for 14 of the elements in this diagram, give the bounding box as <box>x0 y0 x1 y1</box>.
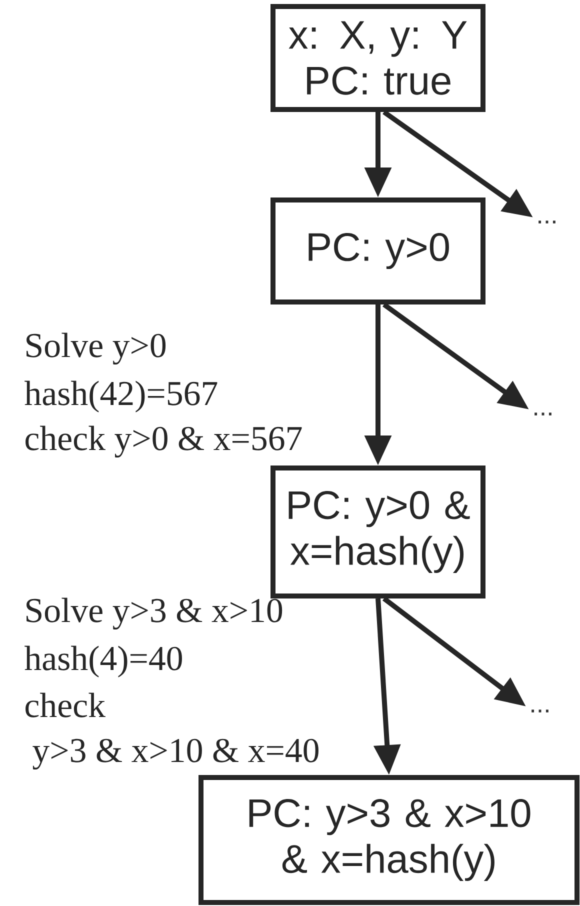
ellipsis-text: ... <box>532 710 548 712</box>
state-box: PC: y>0 & x=hash(y) <box>270 466 486 598</box>
state-box: x: X, y: Y PC: true <box>270 4 486 112</box>
annotation-text: check <box>26 692 106 718</box>
annotation-text: Solve y>0 <box>26 332 166 365</box>
annotation-text: hash(4)=40 <box>24 646 182 678</box>
annotation-text: check y>0 & x=567 <box>26 426 302 458</box>
ellipsis-text: ... <box>538 220 556 224</box>
state-box: PC: y>0 <box>270 198 486 304</box>
ellipsis-text: ... <box>534 412 552 416</box>
annotation-text: hash(42)=567 <box>24 380 218 412</box>
annotation-text: y>3 & x>10 & x=40 <box>32 738 318 770</box>
annotation-text: Solve y>3 & x>10 <box>26 598 282 630</box>
state-box: PC: y>3 & x>10 & x=hash(y) <box>198 775 580 905</box>
